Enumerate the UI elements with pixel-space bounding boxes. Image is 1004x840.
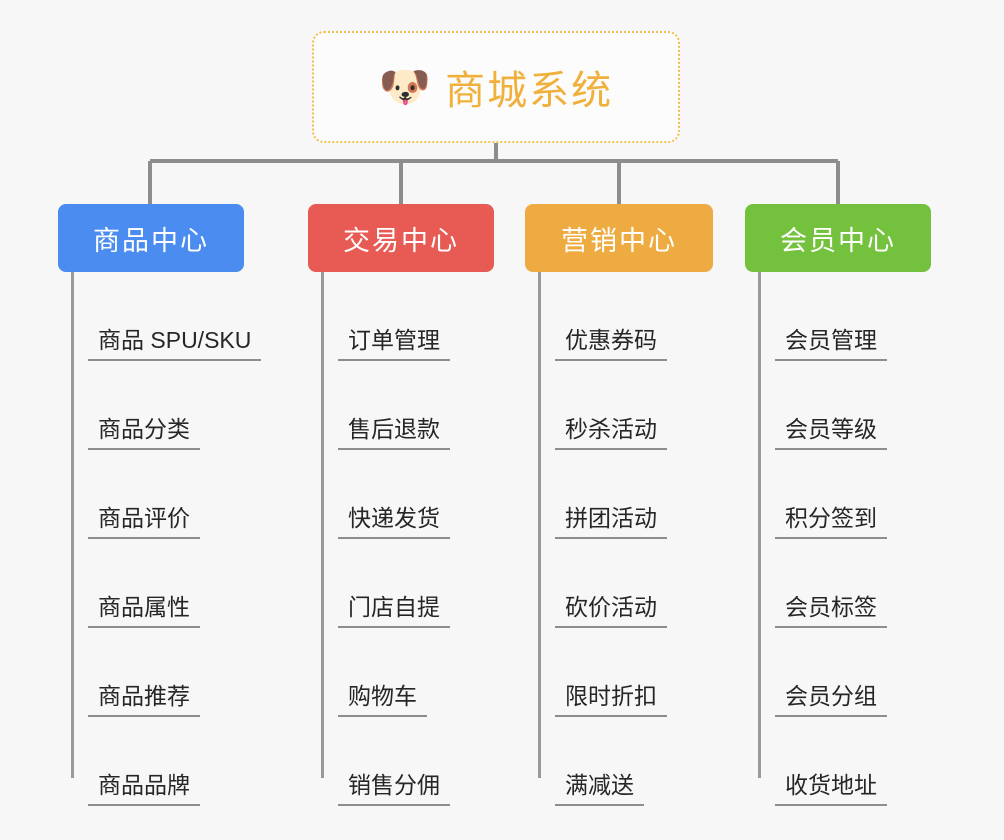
list-item[interactable]: 商品分类 [58, 361, 261, 450]
branch-header-label: 商品中心 [93, 225, 209, 256]
leaf-label: 砍价活动 [555, 594, 667, 628]
list-item[interactable]: 商品属性 [58, 539, 261, 628]
root-node-title: 商城系统 [445, 69, 614, 113]
list-item[interactable]: 商品评价 [58, 450, 261, 539]
branch-header-label: 营销中心 [561, 225, 677, 256]
leaf-list-marketing-center: 优惠券码 秒杀活动 拼团活动 砍价活动 限时折扣 满减送 [525, 272, 713, 806]
list-item[interactable]: 销售分佣 [308, 717, 494, 806]
leaf-label: 会员管理 [775, 327, 887, 361]
leaf-list-member-center: 会员管理 会员等级 积分签到 会员标签 会员分组 收货地址 [745, 272, 931, 806]
list-item[interactable]: 门店自提 [308, 539, 494, 628]
list-item[interactable]: 商品品牌 [58, 717, 261, 806]
leaf-label: 商品属性 [88, 594, 200, 628]
leaf-label: 秒杀活动 [555, 416, 667, 450]
leaf-label: 商品品牌 [88, 772, 200, 806]
leaf-label: 商品推荐 [88, 683, 200, 717]
leaf-label: 收货地址 [775, 772, 887, 806]
list-item[interactable]: 会员分组 [745, 628, 931, 717]
root-node[interactable]: 🐶 商城系统 [312, 31, 680, 143]
list-item[interactable]: 积分签到 [745, 450, 931, 539]
list-item[interactable]: 购物车 [308, 628, 494, 717]
list-item[interactable]: 满减送 [525, 717, 713, 806]
leaf-label: 门店自提 [338, 594, 450, 628]
list-item[interactable]: 商品 SPU/SKU [58, 272, 262, 361]
branch-header-member-center[interactable]: 会员中心 [745, 204, 931, 272]
list-item[interactable]: 订单管理 [308, 272, 494, 361]
leaf-label: 售后退款 [338, 416, 450, 450]
branch-column-trade-center: 交易中心 订单管理 售后退款 快递发货 门店自提 购物车 销售分佣 [308, 204, 494, 806]
leaf-label: 商品分类 [88, 416, 200, 450]
leaf-label: 快递发货 [338, 505, 450, 539]
branch-header-label: 会员中心 [780, 225, 896, 256]
list-item[interactable]: 砍价活动 [525, 539, 713, 628]
branch-header-label: 交易中心 [343, 225, 459, 256]
leaf-label: 会员分组 [775, 683, 887, 717]
branch-column-product-center: 商品中心 商品 SPU/SKU 商品分类 商品评价 商品属性 商品推荐 商品品牌 [58, 204, 262, 806]
leaf-list-product-center: 商品 SPU/SKU 商品分类 商品评价 商品属性 商品推荐 商品品牌 [58, 272, 262, 806]
branch-header-marketing-center[interactable]: 营销中心 [525, 204, 713, 272]
branch-header-product-center[interactable]: 商品中心 [58, 204, 244, 272]
list-item[interactable]: 限时折扣 [525, 628, 713, 717]
leaf-label: 订单管理 [338, 327, 450, 361]
branch-column-marketing-center: 营销中心 优惠券码 秒杀活动 拼团活动 砍价活动 限时折扣 满减送 [525, 204, 713, 806]
list-item[interactable]: 会员管理 [745, 272, 931, 361]
leaf-label: 满减送 [555, 772, 644, 806]
leaf-label: 会员标签 [775, 594, 887, 628]
branch-column-member-center: 会员中心 会员管理 会员等级 积分签到 会员标签 会员分组 收货地址 [745, 204, 931, 806]
branch-header-trade-center[interactable]: 交易中心 [308, 204, 494, 272]
leaf-label: 积分签到 [775, 505, 887, 539]
leaf-label: 商品 SPU/SKU [88, 327, 262, 361]
leaf-label: 商品评价 [88, 505, 200, 539]
list-item[interactable]: 快递发货 [308, 450, 494, 539]
list-item[interactable]: 拼团活动 [525, 450, 713, 539]
leaf-label: 限时折扣 [555, 683, 667, 717]
list-item[interactable]: 会员标签 [745, 539, 931, 628]
shiba-dog-face-icon: 🐶 [378, 63, 432, 110]
list-item[interactable]: 售后退款 [308, 361, 494, 450]
leaf-label: 购物车 [338, 683, 427, 717]
list-item[interactable]: 优惠券码 [525, 272, 713, 361]
list-item[interactable]: 会员等级 [745, 361, 931, 450]
leaf-list-trade-center: 订单管理 售后退款 快递发货 门店自提 购物车 销售分佣 [308, 272, 494, 806]
list-item[interactable]: 商品推荐 [58, 628, 261, 717]
list-item[interactable]: 秒杀活动 [525, 361, 713, 450]
leaf-label: 会员等级 [775, 416, 887, 450]
leaf-label: 拼团活动 [555, 505, 667, 539]
list-item[interactable]: 收货地址 [745, 717, 931, 806]
leaf-label: 优惠券码 [555, 327, 667, 361]
leaf-label: 销售分佣 [338, 772, 450, 806]
